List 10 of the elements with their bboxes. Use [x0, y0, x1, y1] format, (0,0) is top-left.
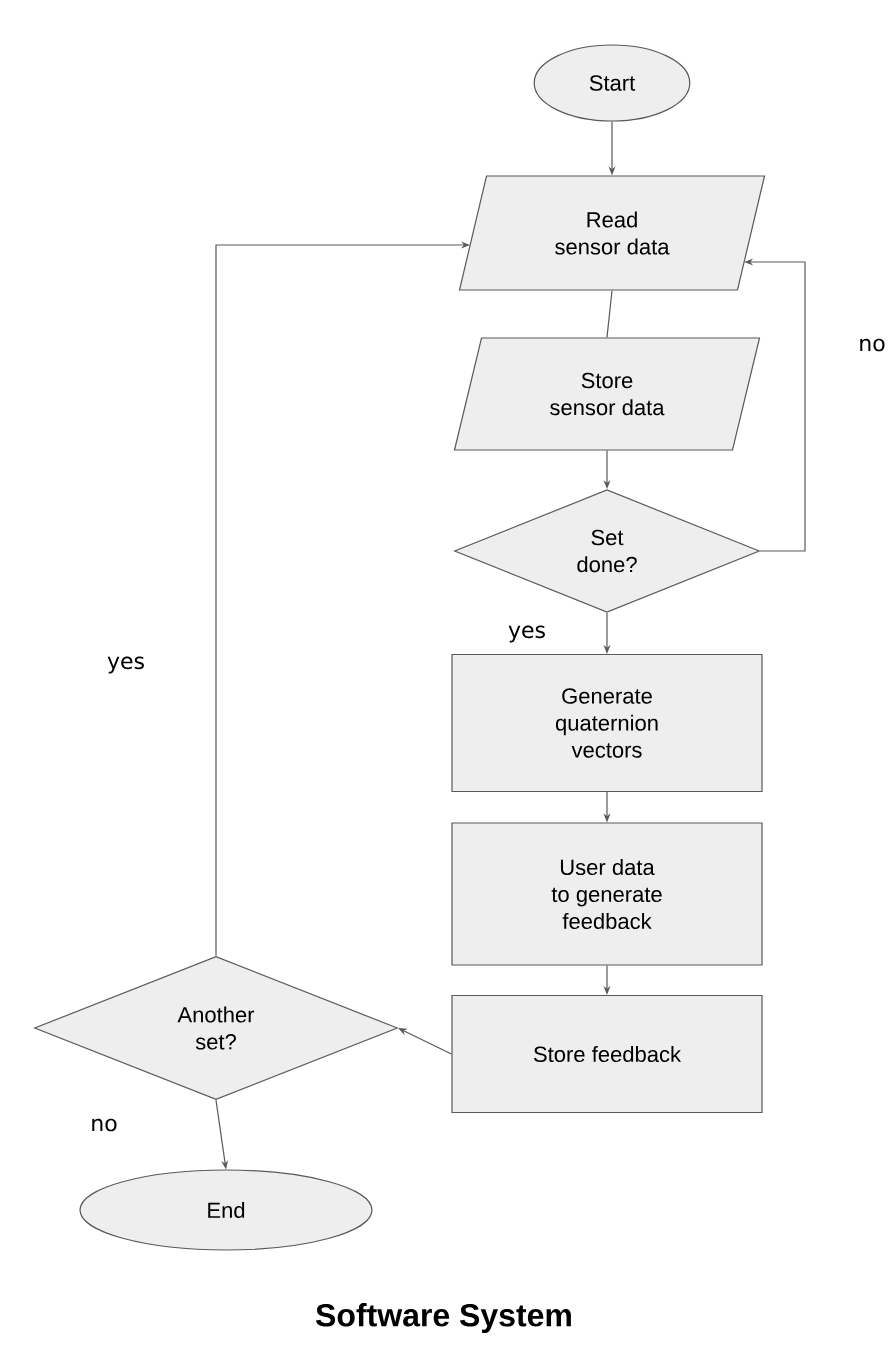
edge-label: yes: [507, 624, 547, 644]
edge-label: no: [89, 1117, 119, 1133]
edge-label: yes: [106, 655, 146, 675]
process-box: Generate quaternion vectors: [451, 653, 763, 793]
process-box: Store feedback: [451, 994, 763, 1114]
data-parallelogram: Store sensor data: [453, 337, 761, 451]
process-box: User data to generate feedback: [451, 822, 763, 966]
title: Software System: [316, 1303, 571, 1333]
edge-label: no: [857, 337, 887, 353]
input-parallelogram: Read sensor data: [458, 175, 766, 291]
